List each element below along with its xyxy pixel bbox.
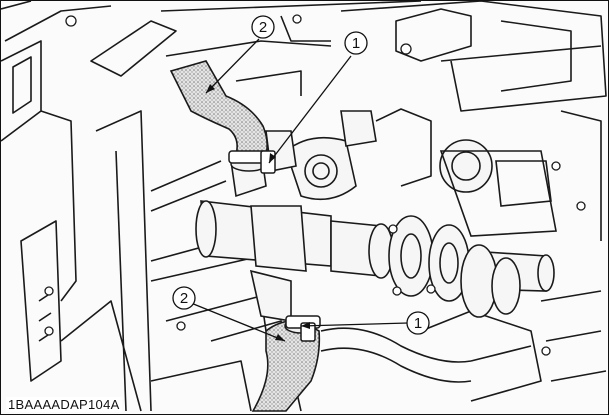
callout-number: 1 bbox=[352, 35, 360, 52]
callout-number: 2 bbox=[259, 19, 267, 36]
bolts bbox=[44, 14, 586, 356]
callout-number: 1 bbox=[414, 315, 422, 332]
shaft-assembly bbox=[195, 110, 557, 322]
clamp-lower bbox=[285, 315, 321, 342]
callout-number: 2 bbox=[180, 290, 188, 307]
callout-1-lower: 1 bbox=[406, 311, 430, 335]
leader-lines bbox=[190, 38, 409, 342]
callout-2-upper: 2 bbox=[251, 15, 275, 39]
figure-code: 1BAAAADAP104A bbox=[6, 397, 122, 412]
callout-1-upper: 1 bbox=[344, 31, 368, 55]
leader-arrowheads bbox=[206, 84, 310, 341]
callout-2-lower: 2 bbox=[172, 286, 196, 310]
